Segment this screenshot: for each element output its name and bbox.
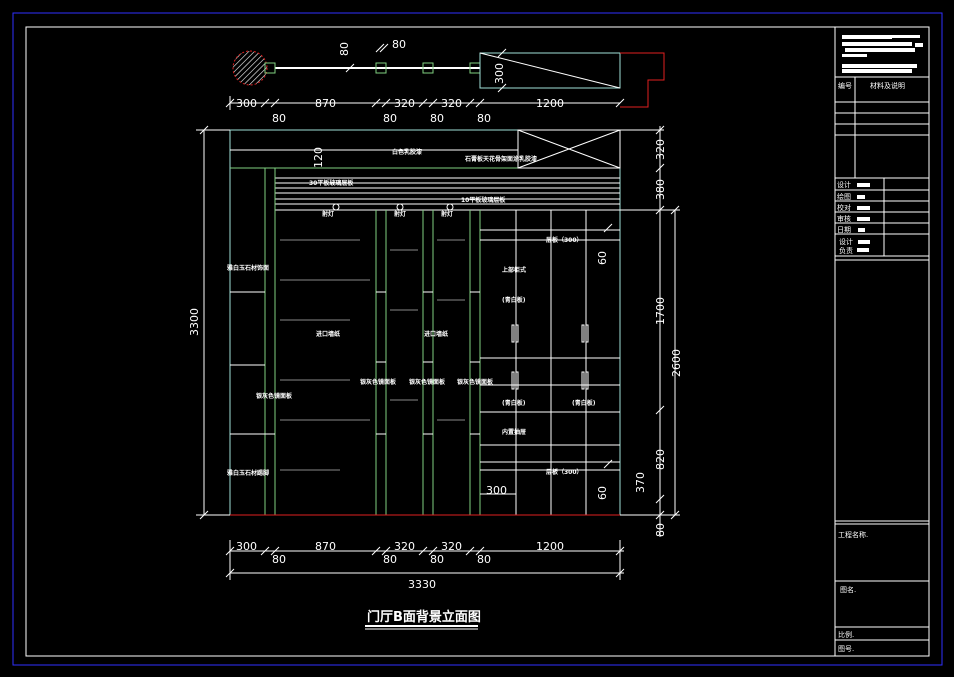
tb-scale: 比例.: [838, 630, 854, 639]
bottom-dim: 320: [441, 540, 462, 553]
title-block: 编号 材料及说明 设计 绘图 校对 审核 日期 设计 负责 工程名称. 图名. …: [834, 27, 929, 656]
dim-right: 370: [634, 472, 647, 493]
tb-col-no: 编号: [838, 81, 852, 90]
label-ceiling-board: 石膏板天花骨架面涂乳胶漆: [464, 155, 537, 163]
label-drawer: 内置抽屉: [502, 428, 526, 436]
tb-row: 设计: [837, 180, 851, 189]
plan-depth-dim: 300: [493, 63, 506, 84]
plan-gap: 80: [383, 112, 397, 125]
bottom-dim: 300: [236, 540, 257, 553]
dim-shelf-offset: 60: [596, 251, 609, 265]
dim-right-outer: 2600: [670, 349, 683, 377]
inner-frame: [25, 26, 930, 657]
dim-right: 1700: [654, 297, 667, 325]
plan-gap: 80: [430, 112, 444, 125]
plan-dim: 320: [394, 97, 415, 110]
dim-height-total: 3300: [188, 308, 201, 336]
bottom-gap: 80: [272, 553, 286, 566]
plan-dim: 870: [315, 97, 336, 110]
tb-project-name: 工程名称.: [838, 530, 868, 539]
plan-gap: 80: [272, 112, 286, 125]
label-spotlight: 射灯: [321, 210, 334, 218]
label-door: (青白板): [572, 399, 596, 407]
bottom-gap: 80: [477, 553, 491, 566]
label-shelf: 层板（300）: [546, 468, 583, 476]
bottom-dim: 320: [394, 540, 415, 553]
label-shelf: 层板（300）: [546, 236, 583, 244]
spotlight-icon: [332, 203, 340, 211]
label-wallpaper: 进口墙纸: [316, 330, 340, 338]
label-door: (青白板): [502, 399, 526, 407]
dim-inner: 300: [486, 484, 507, 497]
spotlight-icon: [446, 203, 454, 211]
label-stone-base: 雅白玉石材踢脚: [226, 469, 269, 477]
bottom-total: 3330: [408, 578, 436, 591]
plan-dim: 1200: [536, 97, 564, 110]
dim-right: 380: [654, 179, 667, 200]
tb-row: 设计: [839, 237, 853, 246]
label-mirror-panel: 银灰色镜面板: [360, 378, 397, 386]
label-spotlight: 射灯: [440, 210, 453, 218]
tb-drawing-no: 图号.: [838, 645, 854, 653]
label-mirror-panel: 银灰色镜面板: [409, 378, 446, 386]
dim-right: 320: [654, 139, 667, 160]
label-upper-cabinet: 上部柜式: [502, 266, 526, 274]
dim-ceiling-offset: 120: [312, 147, 325, 168]
label-ceiling-paint: 白色乳胶漆: [392, 148, 422, 156]
plan-post-dim: 80: [392, 38, 406, 51]
plan-dim: 320: [441, 97, 462, 110]
dim-right: 80: [654, 523, 667, 537]
spotlight-icon: [396, 203, 404, 211]
label-stone: 雅白玉石材饰面: [226, 264, 269, 272]
dim-shelf-offset: 60: [596, 486, 609, 500]
plan-post-dim: 80: [338, 42, 351, 56]
bottom-gap: 80: [383, 553, 397, 566]
label-glass-shelf: 10平板玻璃层板: [461, 196, 506, 204]
dim-right: 820: [654, 449, 667, 470]
label-door: (青白板): [502, 296, 526, 304]
tb-col-material: 材料及说明: [870, 81, 905, 90]
tb-row: 审核: [837, 214, 851, 223]
tb-row: 日期: [837, 226, 851, 234]
tb-row: 校对: [837, 203, 851, 212]
label-spotlight: 射灯: [393, 210, 406, 218]
plan-dim: 300: [236, 97, 257, 110]
outer-frame: [12, 12, 943, 666]
label-glass-shelf: 30平板玻璃层板: [309, 179, 354, 187]
tb-row: 绘图: [837, 192, 851, 201]
bottom-gap: 80: [430, 553, 444, 566]
plan-gap: 80: [477, 112, 491, 125]
label-mirror: 银灰色镜面板: [256, 392, 293, 400]
label-wallpaper: 进口墙纸: [424, 330, 448, 338]
label-mirror-panel: 银灰色镜面板: [457, 378, 494, 386]
bottom-dim: 1200: [536, 540, 564, 553]
bottom-dim: 870: [315, 540, 336, 553]
tb-drawing-name: 图名.: [840, 585, 856, 594]
drawing-title: 门厅B面背景立面图: [367, 609, 481, 625]
elevation-view: 白色乳胶漆 石膏板天花骨架面涂乳胶漆 30平板玻璃层板 10平板玻璃层板 射灯 …: [188, 125, 683, 591]
plan-view: 300 870 320 320 1200 80 80 80 80 80 80 3…: [225, 38, 665, 125]
tb-row: 负责: [839, 246, 853, 255]
